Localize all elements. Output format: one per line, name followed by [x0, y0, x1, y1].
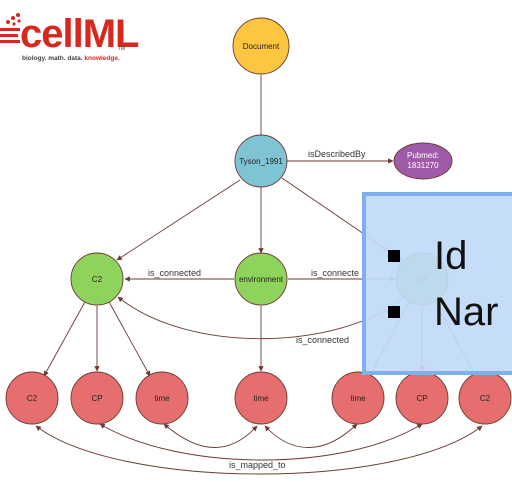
edge-mapped-cp-cp	[99, 423, 423, 461]
bullet-icon	[388, 250, 400, 262]
node-label-bottom-4: time	[253, 394, 269, 403]
edge-label-is-connected-right: is_connecte	[311, 268, 359, 278]
tooltip-overlay: Id Nar	[362, 192, 512, 375]
node-label-model: Tyson_1991	[239, 157, 283, 166]
node-label-bottom-6: CP	[416, 394, 427, 403]
node-label-bottom-5: time	[350, 394, 366, 403]
cellml-logo-mark-icon	[0, 13, 21, 43]
node-label-environment: environment	[239, 275, 284, 284]
edge-c2-bottom-time	[107, 299, 151, 377]
edge-mapped-time-time-right	[264, 423, 358, 448]
node-label-c2: C2	[92, 275, 103, 284]
edge-label-is-described-by: isDescribedBy	[308, 149, 366, 159]
tagline-biology: biology.	[22, 55, 47, 62]
node-label-bottom-1: C2	[27, 394, 38, 403]
edge-label-is-connected-left: is_connected	[148, 268, 201, 278]
edge-model-c2	[116, 179, 241, 261]
node-variable-time-middle[interactable]	[234, 371, 288, 425]
node-document[interactable]	[232, 17, 290, 75]
tagline-knowledge: knowledge.	[84, 55, 120, 62]
edge-mapped-c2-c2	[35, 425, 483, 475]
overlay-item-name: Nar	[388, 292, 498, 332]
cellml-wordmark: cellML	[20, 12, 139, 56]
node-label-pubmed-1: Pubmed:	[407, 151, 439, 160]
node-model[interactable]	[234, 134, 288, 188]
node-variable-time-right[interactable]	[331, 371, 385, 425]
tagline-data: data.	[67, 55, 83, 62]
node-component-environment[interactable]	[234, 252, 288, 306]
overlay-item-id: Id	[388, 236, 467, 276]
node-pubmed[interactable]	[393, 142, 453, 180]
cellml-logo: cellML TM biology. math. data. knowledge…	[0, 8, 139, 70]
tagline-math: math.	[48, 55, 66, 62]
node-label-bottom-3: time	[154, 394, 170, 403]
overlay-item-label: Id	[434, 234, 468, 278]
node-label-bottom-7: C2	[480, 394, 491, 403]
edge-c2-bottom-c2	[43, 299, 87, 377]
node-label-bottom-2: CP	[91, 394, 102, 403]
cellml-trademark: TM	[118, 46, 126, 52]
cellml-tagline: biology. math. data. knowledge.	[22, 55, 120, 62]
edge-label-is-mapped-to: is_mapped_to	[229, 460, 286, 470]
node-variable-c2-left[interactable]	[5, 371, 59, 425]
node-label-pubmed-2: 1831270	[407, 161, 439, 170]
edge-label-is-connected-bottom: is_connected	[296, 335, 349, 345]
node-variable-time-left[interactable]	[135, 371, 189, 425]
edge-mapped-time-time-left	[163, 423, 258, 448]
overlay-item-label: Nar	[434, 290, 499, 334]
bullet-icon	[388, 306, 400, 318]
node-component-c2[interactable]	[70, 252, 124, 306]
node-variable-cp-left[interactable]	[70, 371, 124, 425]
node-label-document: Document	[243, 42, 280, 51]
